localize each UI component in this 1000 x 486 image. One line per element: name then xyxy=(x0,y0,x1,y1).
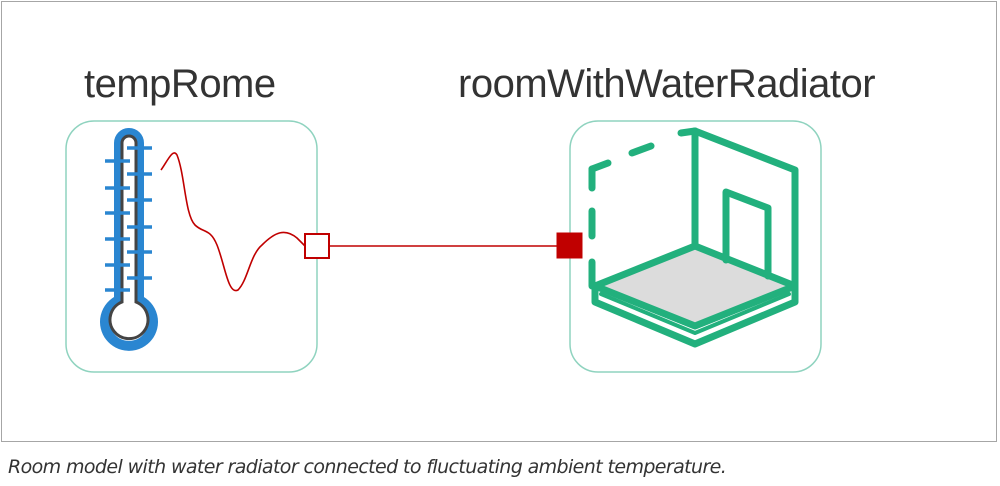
fluctuating-signal-icon xyxy=(160,152,306,292)
room-isometric-icon xyxy=(588,127,799,348)
output-port[interactable] xyxy=(304,233,330,259)
figure-caption: Room model with water radiator connected… xyxy=(8,456,727,478)
block-label-temp-rome: tempRome xyxy=(84,62,276,106)
thermometer-icon xyxy=(100,128,158,351)
room-with-water-radiator-block[interactable] xyxy=(556,120,822,373)
diagram-svg xyxy=(65,120,822,373)
input-port[interactable] xyxy=(556,232,583,259)
temp-rome-block[interactable] xyxy=(65,120,330,373)
block-label-room-with-water-radiator: roomWithWaterRadiator xyxy=(458,62,876,106)
